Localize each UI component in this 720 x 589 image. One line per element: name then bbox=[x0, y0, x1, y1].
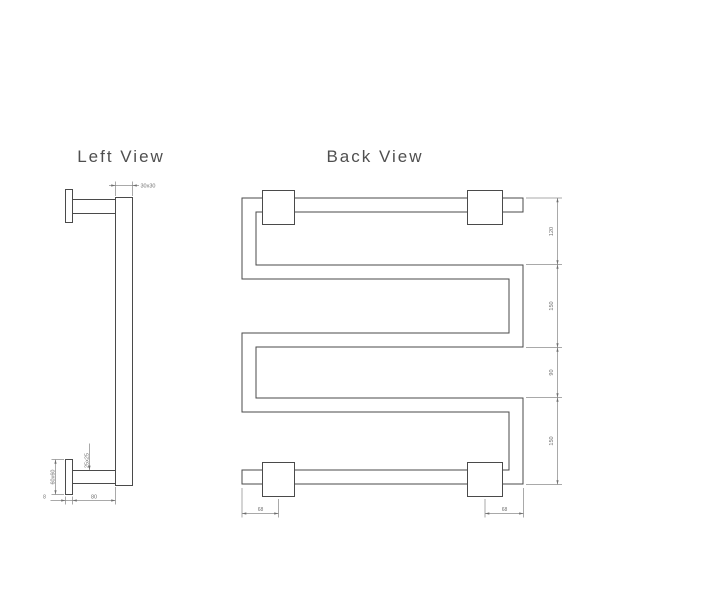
arrowhead bbox=[556, 260, 559, 265]
dim-label-arm-section: 25x25 bbox=[85, 453, 91, 468]
dim-arm-section: 25x25 bbox=[85, 443, 91, 470]
bracket-bottom-right bbox=[467, 462, 503, 497]
arrowhead bbox=[274, 512, 279, 515]
dim-label-plate-thickness: 8 bbox=[43, 495, 46, 501]
arrowhead bbox=[111, 499, 116, 502]
arrowhead bbox=[556, 393, 559, 398]
bracket-bottom-left bbox=[262, 462, 295, 497]
dim-label-chain-1: 120 bbox=[549, 227, 555, 236]
dim-label-chain-2: 150 bbox=[549, 301, 555, 310]
arrowhead bbox=[132, 184, 137, 187]
arrowhead bbox=[556, 264, 559, 269]
dim-bottom-right: 68 bbox=[484, 488, 524, 518]
arrowhead bbox=[485, 512, 490, 515]
back-view: Back View 120 150 9 bbox=[241, 147, 562, 518]
arrowhead bbox=[61, 499, 66, 502]
dim-label-bottom-right: 68 bbox=[502, 507, 508, 513]
arrowhead bbox=[88, 465, 91, 470]
arrowhead bbox=[54, 459, 57, 464]
dim-chain-right: 120 150 90 150 bbox=[526, 197, 562, 485]
arrowhead bbox=[556, 198, 559, 203]
top-wall-plate bbox=[65, 189, 73, 223]
tube-profile bbox=[115, 197, 133, 486]
bottom-wall-plate bbox=[65, 459, 73, 495]
arrowhead bbox=[242, 512, 247, 515]
left-view-title: Left View bbox=[77, 147, 165, 166]
serpentine-tube-fill bbox=[241, 198, 524, 484]
dim-tube-section: 30x30 bbox=[109, 181, 156, 196]
dim-label-arm-length: 80 bbox=[91, 495, 97, 501]
arrowhead bbox=[54, 490, 57, 495]
arrowhead bbox=[556, 397, 559, 402]
dim-bottom-left: 68 bbox=[241, 488, 279, 518]
dim-bottom-chain: 8 80 bbox=[43, 487, 116, 505]
arrowhead bbox=[111, 184, 116, 187]
dim-label-chain-4: 150 bbox=[549, 436, 555, 445]
left-view: Left View 30x30 25x25 bbox=[43, 147, 165, 505]
bracket-top-right bbox=[467, 190, 503, 225]
arrowhead bbox=[556, 343, 559, 348]
dim-label-plate: 60x60 bbox=[51, 470, 57, 485]
arrowhead bbox=[556, 347, 559, 352]
dim-label-tube-section: 30x30 bbox=[141, 183, 156, 189]
back-view-title: Back View bbox=[326, 147, 423, 166]
bracket-top-left bbox=[262, 190, 295, 225]
dim-label-bottom-left: 68 bbox=[258, 507, 264, 513]
arrowhead bbox=[556, 480, 559, 485]
dim-plate: 60x60 bbox=[51, 459, 64, 495]
arrowhead bbox=[72, 499, 77, 502]
arrowhead bbox=[519, 512, 524, 515]
dim-label-chain-3: 90 bbox=[549, 369, 555, 375]
